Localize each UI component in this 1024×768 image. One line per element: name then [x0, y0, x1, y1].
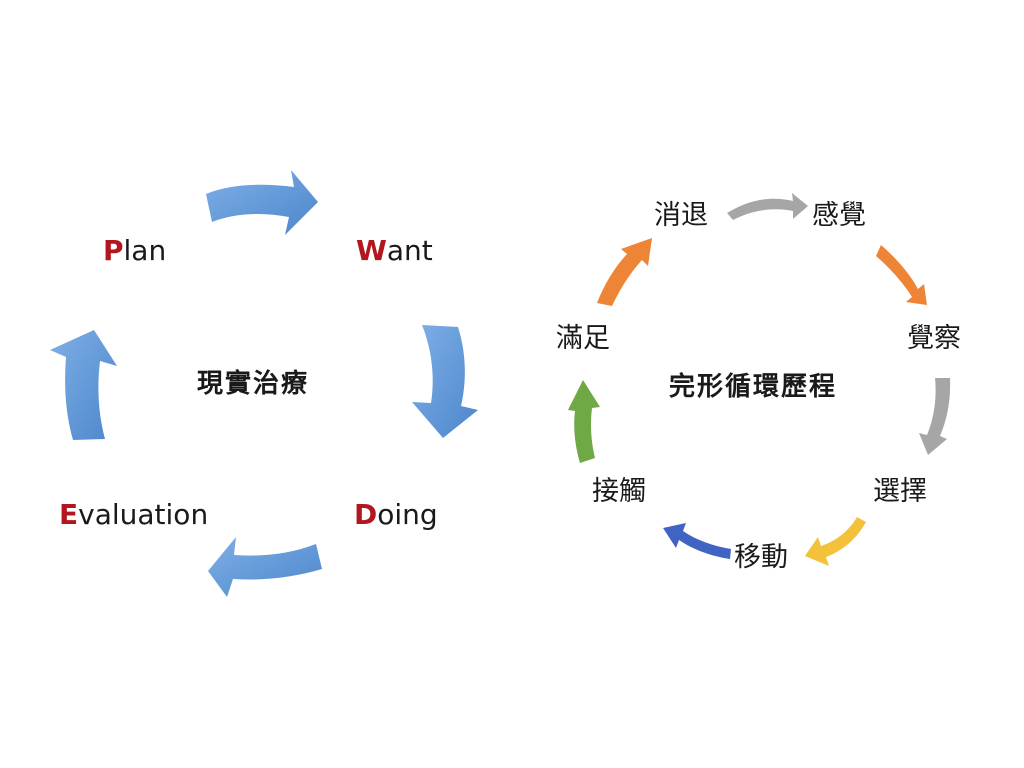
- arrow-fade-to-sense: [727, 193, 808, 220]
- step-awareness: 覺察: [907, 323, 961, 354]
- step-evaluation-initial: E: [59, 498, 79, 531]
- arrow-doing-to-evaluation: [208, 537, 322, 597]
- step-contact: 接觸: [592, 476, 646, 507]
- reality-therapy-title: 現實治療: [197, 369, 310, 399]
- gestalt-cycle-title: 完形循環歷程: [669, 372, 838, 402]
- arrow-contact-to-satisfy: [568, 380, 600, 463]
- arrow-sense-to-aware: [876, 245, 927, 305]
- step-evaluation-rest: valuation: [78, 498, 209, 531]
- step-withdrawal: 消退: [654, 200, 708, 231]
- step-want-rest: ant: [386, 234, 433, 267]
- step-doing-rest: oing: [377, 498, 438, 531]
- step-plan-initial: P: [103, 234, 124, 267]
- arrow-evaluation-to-plan: [50, 330, 117, 440]
- arrow-aware-to-choose: [919, 378, 951, 455]
- step-want: Want: [356, 237, 433, 265]
- step-plan: Plan: [103, 237, 166, 265]
- arrow-move-to-contact: [663, 523, 731, 559]
- step-satisfaction: 滿足: [556, 323, 610, 354]
- step-doing-initial: D: [354, 498, 378, 531]
- arrow-plan-to-want: [206, 170, 318, 235]
- arrow-choose-to-move: [805, 517, 866, 566]
- step-sensation: 感覺: [812, 200, 866, 231]
- arrow-satisfy-to-fade: [597, 238, 652, 306]
- arrow-want-to-doing: [412, 325, 478, 438]
- step-mobilization: 移動: [734, 542, 788, 573]
- step-doing: Doing: [354, 501, 438, 529]
- step-want-initial: W: [356, 234, 387, 267]
- step-choice: 選擇: [873, 476, 927, 507]
- step-evaluation: Evaluation: [59, 501, 208, 529]
- step-plan-rest: lan: [123, 234, 167, 267]
